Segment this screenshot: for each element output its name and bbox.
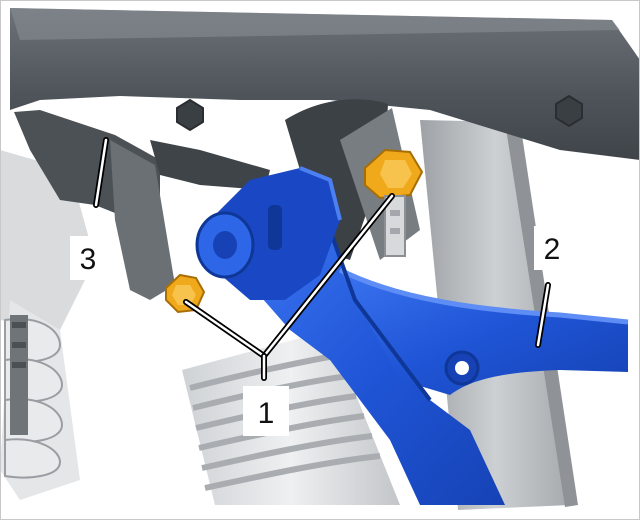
callout-box-3 bbox=[70, 236, 106, 280]
leader-lines bbox=[93, 137, 551, 381]
coil-spring bbox=[4, 315, 64, 479]
mounting-bracket-left bbox=[14, 110, 270, 300]
mounting-nut bbox=[364, 148, 424, 257]
bolt-hole bbox=[176, 98, 204, 132]
callout-label-3: 3 bbox=[80, 243, 97, 276]
callout-label-2: 2 bbox=[544, 233, 561, 266]
bolt-hole bbox=[555, 94, 583, 128]
callout-label-1: 1 bbox=[258, 397, 275, 430]
subframe bbox=[10, 8, 640, 160]
callout-box-2 bbox=[534, 226, 570, 270]
mounting-nut bbox=[165, 273, 206, 314]
control-arm bbox=[195, 166, 629, 505]
callout-box-1 bbox=[243, 386, 289, 436]
